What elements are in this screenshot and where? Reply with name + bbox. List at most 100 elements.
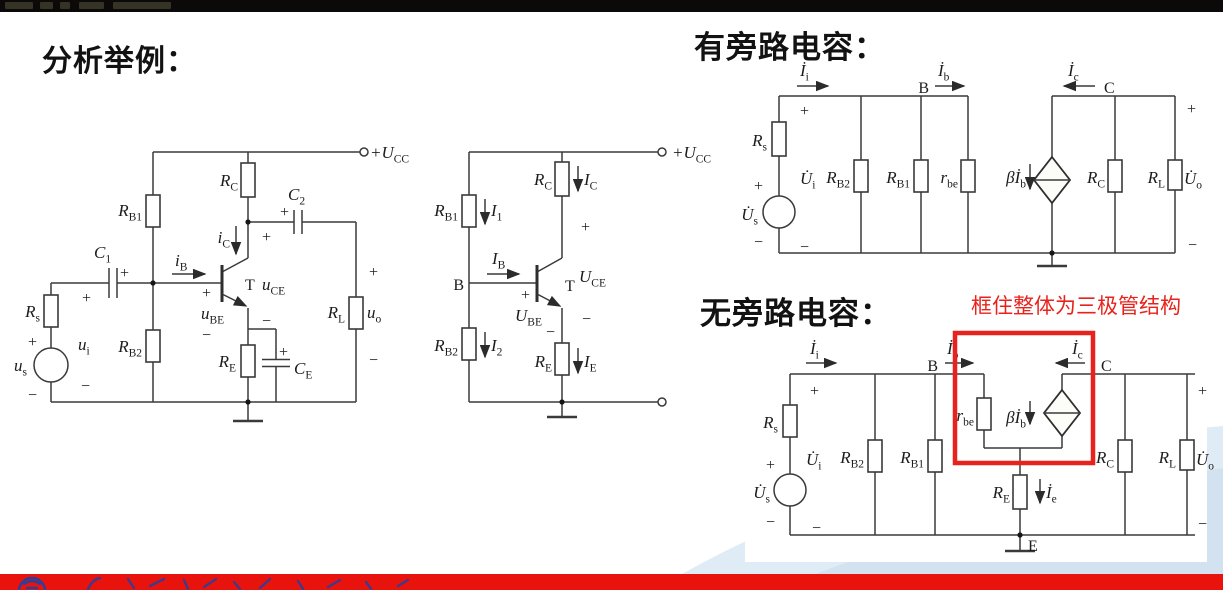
- resistor-re: [554, 342, 570, 376]
- node-dot: [150, 280, 156, 286]
- label-rb1: RB1: [899, 448, 924, 471]
- resistor-rb2: [461, 327, 477, 361]
- label-c2: C2: [288, 185, 305, 208]
- label-uo: uo: [367, 303, 382, 326]
- label-us: U̇s: [753, 483, 770, 506]
- label-rb2: RB2: [825, 168, 850, 191]
- label-c1: C1: [94, 243, 111, 266]
- node-dot: [1049, 250, 1055, 256]
- label-i2: I2: [490, 336, 503, 359]
- heading-analysis-example: 分析举例：: [42, 45, 197, 78]
- label-rbe: rbe: [941, 168, 958, 191]
- label-rb2: RB2: [839, 448, 864, 471]
- red-highlight-box: [952, 330, 1096, 466]
- sign-minus-uo: −: [1198, 516, 1207, 533]
- label-ic: iC: [218, 228, 231, 251]
- label-ib: iB: [175, 251, 188, 274]
- label-rc: RC: [533, 170, 552, 193]
- sign-plus-ube: +: [521, 287, 530, 304]
- node-dot: [1017, 532, 1023, 538]
- label-ic: İc: [1067, 61, 1079, 84]
- label-uo: U̇o: [1196, 450, 1214, 473]
- sign-minus-ube: −: [546, 324, 555, 341]
- resistor-rb2: [853, 159, 869, 193]
- label-beta-ib: βİb: [1005, 168, 1026, 191]
- label-rc: RC: [1095, 448, 1114, 471]
- label-ib: IB: [491, 249, 506, 272]
- transistor-emitter-arrow: [536, 293, 562, 307]
- heading-without-bypass-capacitor: 无旁路电容：: [700, 296, 892, 331]
- sign-plus-uo: +: [1187, 101, 1196, 118]
- label-t: T: [565, 278, 575, 295]
- resistor-rl: [1179, 439, 1195, 471]
- label-ie: IE: [583, 352, 597, 375]
- sign-plus-uce: +: [262, 229, 271, 246]
- sign-plus-us: +: [766, 457, 775, 474]
- resistor-rl: [348, 296, 364, 330]
- label-ii: İi: [809, 339, 819, 362]
- sign-minus-us: −: [28, 387, 37, 404]
- heading-with-bypass-capacitor: 有旁路电容：: [694, 30, 886, 65]
- label-re: RE: [218, 352, 236, 375]
- sign-plus-ui: +: [810, 383, 819, 400]
- ucc-terminal: [359, 147, 369, 157]
- label-ic: İc: [1071, 339, 1083, 362]
- red-annotation: 框住整体为三极管结构: [971, 295, 1181, 318]
- label-ib: İb: [937, 61, 950, 84]
- resistor-rb1: [145, 194, 161, 228]
- ucc-terminal: [657, 147, 667, 157]
- toolbar-remnant: [60, 2, 70, 9]
- label-beta-ib: βİb: [1005, 408, 1026, 431]
- label-us: U̇s: [741, 205, 758, 228]
- label-us: us: [14, 356, 28, 379]
- sign-minus-ui: −: [800, 239, 809, 256]
- sign-plus-uo: +: [1198, 383, 1207, 400]
- source-us: [773, 473, 807, 507]
- label-rl: RL: [1147, 168, 1165, 191]
- wires: [50, 151, 360, 421]
- resistor-rc: [240, 162, 256, 198]
- label-rl: RL: [1158, 448, 1176, 471]
- label-re: RE: [534, 352, 552, 375]
- sign-minus-ui: −: [81, 378, 90, 395]
- label-rs: Rs: [24, 302, 40, 325]
- resistor-rb1: [461, 194, 477, 228]
- resistor-rb1: [913, 159, 929, 193]
- node-dot: [559, 399, 565, 405]
- resistor-re: [240, 344, 256, 378]
- label-rs: Rs: [762, 413, 778, 436]
- label-rc: RC: [1086, 168, 1105, 191]
- label-re: RE: [992, 483, 1010, 506]
- label-ie: İe: [1045, 483, 1057, 506]
- resistor-rs: [771, 121, 787, 157]
- resistor-rc: [554, 161, 570, 197]
- logo-emblem-icon: [17, 576, 47, 590]
- label-uce: UCE: [579, 267, 606, 290]
- label-rb1: RB1: [885, 168, 910, 191]
- footer-bar: [0, 574, 1223, 590]
- sign-plus-c1: +: [120, 265, 129, 282]
- resistor-rs: [43, 294, 59, 328]
- label-rb2: RB2: [433, 336, 458, 359]
- label-t: T: [245, 277, 255, 294]
- resistor-rb1: [927, 439, 943, 473]
- source-us: [762, 195, 796, 229]
- label-rbe: rbe: [957, 406, 974, 429]
- circuit-ac-without-bypass: İi B İb İc C + Rs + U̇s − U̇i − RB2 R…: [753, 330, 1214, 555]
- label-rb2: RB2: [117, 337, 142, 360]
- footer-logo: [17, 576, 410, 590]
- sign-plus-ube: +: [202, 285, 211, 302]
- label-ce: CE: [294, 359, 312, 382]
- label-ui: ui: [78, 335, 90, 358]
- resistor-rb2: [867, 439, 883, 473]
- resistor-rc: [1107, 159, 1123, 193]
- label-ucc: +UCC: [370, 143, 409, 166]
- resistor-rl: [1167, 159, 1183, 191]
- resistor-rb2: [145, 329, 161, 363]
- sign-minus-ube: −: [202, 327, 211, 344]
- sign-plus-us: +: [28, 334, 37, 351]
- resistor-rbe: [976, 397, 992, 431]
- sign-plus-ui: +: [82, 290, 91, 307]
- label-b: B: [927, 358, 938, 375]
